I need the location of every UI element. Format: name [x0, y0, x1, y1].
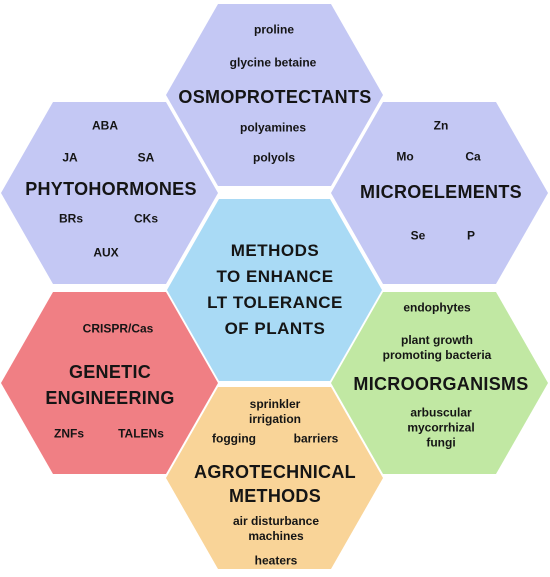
- genetic-item-znfs: ZNFs: [54, 426, 84, 441]
- hex-genetic-engineering: [1, 292, 218, 474]
- phyto-item-brs: BRs: [58, 211, 84, 226]
- microorg-item-amf-line-2: mycorrhizal: [407, 420, 475, 435]
- agro-item-air-disturbance-line-2: machines: [248, 529, 304, 543]
- micro-item-p: P: [466, 228, 476, 243]
- phyto-item-aba: ABA: [92, 118, 118, 133]
- genetic-item-crispr: CRISPR/Cas: [82, 321, 154, 336]
- agro-item-air-disturbance-line-1: air disturbance: [232, 514, 320, 528]
- phyto-item-sa: SA: [137, 150, 155, 165]
- phyto-item-ja: JA: [62, 150, 78, 165]
- genetic-title-line-1: GENETIC: [68, 362, 152, 382]
- hex-osmoprotectants: [166, 4, 383, 186]
- center-title-line-1: METHODS: [230, 241, 320, 260]
- agro-item-air-disturbance: air disturbance machines: [233, 514, 319, 544]
- agro-item-sprinkler-irrigation: sprinkler irrigation: [249, 397, 301, 427]
- center-title-line-4: OF PLANTS: [224, 319, 326, 338]
- microelements-title: MICROELEMENTS: [360, 182, 522, 202]
- osmo-item-glycine-betaine: glycine betaine: [229, 55, 317, 70]
- microorg-item-amf-line-3: fungi: [426, 435, 456, 450]
- phyto-item-aux: AUX: [93, 245, 119, 260]
- hex-microelements: [331, 102, 548, 284]
- microorganisms-title: MICROORGANISMS: [353, 374, 529, 394]
- microorg-item-endophytes: endophytes: [403, 300, 471, 315]
- micro-item-ca: Ca: [465, 149, 481, 164]
- osmo-item-polyamines: polyamines: [239, 120, 307, 135]
- genetic-title-line-2: ENGINEERING: [45, 388, 175, 408]
- genetic-title: GENETIC ENGINEERING: [45, 361, 174, 409]
- micro-item-zn: Zn: [433, 118, 449, 133]
- phyto-item-cks: CKs: [133, 211, 159, 226]
- agrotechnical-title-line-1: AGROTECHNICAL: [194, 462, 356, 482]
- hex-center: [167, 199, 382, 381]
- agrotechnical-title: AGROTECHNICAL METHODS: [194, 461, 356, 507]
- microorg-item-pgpb-line-2: promoting bacteria: [382, 348, 492, 362]
- center-title-line-2: TO ENHANCE: [216, 267, 334, 286]
- hex-agrotechnical: [166, 387, 383, 569]
- agro-item-irrigation: irrigation: [248, 412, 302, 426]
- agro-item-barriers: barriers: [293, 431, 339, 446]
- agrotechnical-title-line-2: METHODS: [228, 486, 322, 506]
- micro-item-se: Se: [410, 228, 426, 243]
- center-title: METHODS TO ENHANCE LT TOLERANCE OF PLANT…: [207, 238, 343, 342]
- center-title-line-3: LT TOLERANCE: [207, 293, 343, 312]
- microorg-item-amf: arbuscular mycorrhizal fungi: [407, 406, 474, 451]
- osmoprotectants-title: OSMOPROTECTANTS: [178, 87, 372, 107]
- agro-item-sprinkler: sprinkler: [249, 397, 301, 411]
- micro-item-mo: Mo: [396, 149, 414, 164]
- microorg-item-amf-line-1: arbuscular: [410, 405, 472, 420]
- agro-item-heaters: heaters: [254, 553, 298, 568]
- hex-microorganisms: [331, 292, 548, 474]
- microorg-item-pgpb-line-1: plant growth: [401, 333, 473, 347]
- osmo-item-proline: proline: [253, 22, 295, 37]
- osmo-item-polyols: polyols: [252, 150, 296, 165]
- hex-phytohormones: [1, 102, 218, 284]
- phytohormones-title: PHYTOHORMONES: [25, 179, 197, 199]
- agro-item-fogging: fogging: [212, 431, 256, 446]
- genetic-item-talens: TALENs: [118, 426, 164, 441]
- microorg-item-pgpb: plant growth promoting bacteria: [383, 333, 492, 363]
